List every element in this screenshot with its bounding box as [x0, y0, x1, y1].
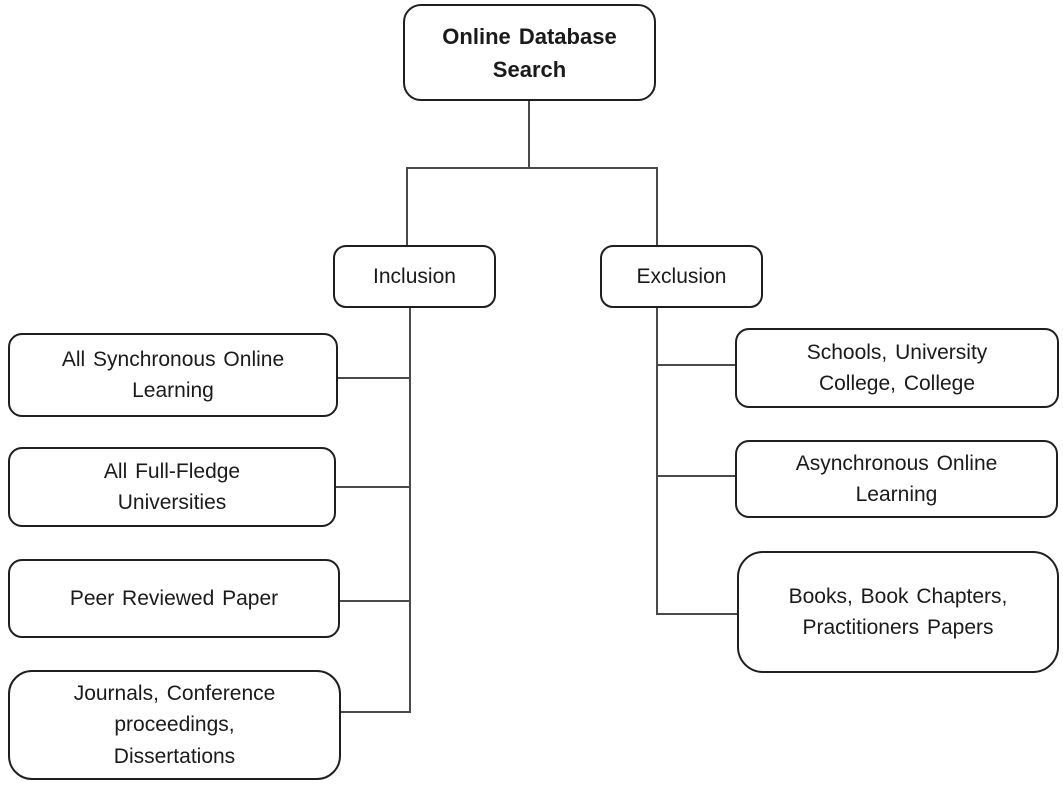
inclusion-node-journals-conference-dissertations: Journals, Conference proceedings, Disser… — [8, 670, 341, 780]
exclusion-node-asynchronous-online-learning: Asynchronous Online Learning — [735, 440, 1058, 518]
inclusion-node-synchronous-online-learning: All Synchronous Online Learning — [8, 333, 338, 417]
exclusion-node-books-chapters-practitioners: Books, Book Chapters, Practitioners Pape… — [737, 551, 1059, 673]
inclusion-node-peer-reviewed-paper: Peer Reviewed Paper — [8, 559, 340, 638]
branch-node-inclusion: Inclusion — [333, 245, 496, 308]
branch-node-exclusion: Exclusion — [600, 245, 763, 308]
root-node-online-database-search: Online Database Search — [403, 4, 656, 101]
exclusion-node-schools-university-college: Schools, University College, College — [735, 328, 1059, 408]
inclusion-node-full-fledge-universities: All Full-Fledge Universities — [8, 447, 336, 527]
